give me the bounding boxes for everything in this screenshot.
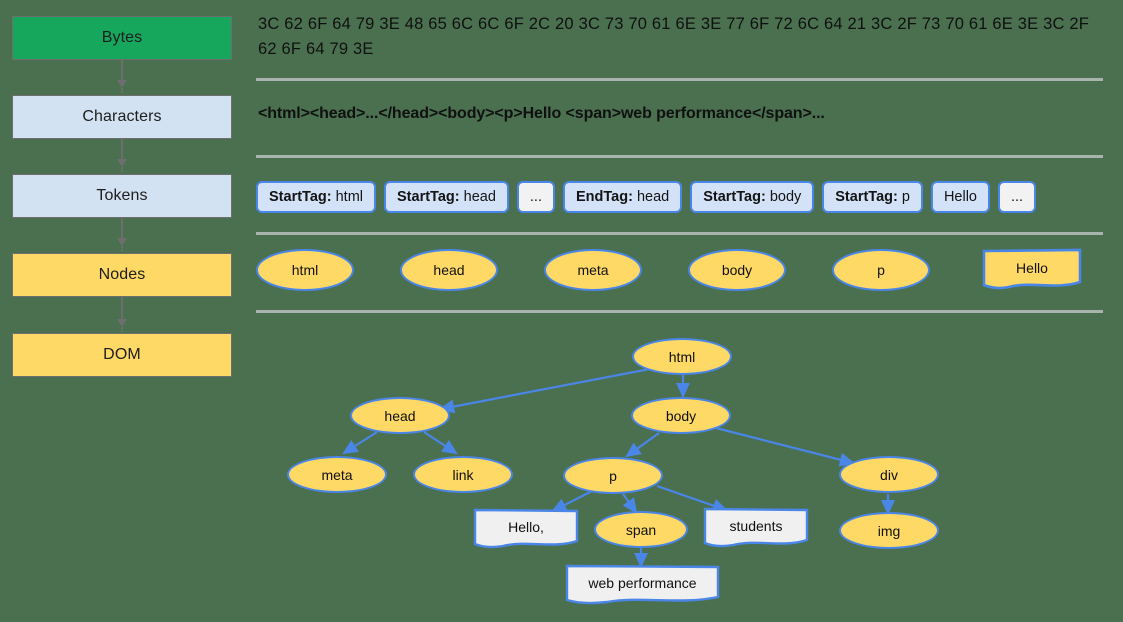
node-label: p: [877, 262, 885, 278]
divider-4: [256, 310, 1103, 313]
tree-node-label: Hello,: [508, 518, 544, 535]
node-label: html: [291, 262, 319, 278]
token-kind: StartTag:: [835, 189, 898, 205]
token-chip[interactable]: Hello: [930, 181, 990, 213]
tree-node-label: div: [880, 466, 898, 483]
tree-node-label: students: [729, 517, 783, 534]
token-chip[interactable]: ...: [998, 181, 1037, 213]
tree-node-label: span: [625, 521, 657, 538]
tree-node-link[interactable]: link: [413, 456, 513, 493]
token-chip[interactable]: StartTag: head: [384, 181, 509, 213]
edge-html-head: [438, 366, 656, 414]
tree-node-label: head: [384, 407, 416, 424]
pipeline-step-label: DOM: [103, 346, 141, 363]
token-chip[interactable]: StartTag: p: [822, 181, 923, 213]
tree-node-label: link: [452, 466, 474, 483]
pipeline-step-tokens[interactable]: Tokens: [12, 174, 232, 218]
tree-text-node-web-performance[interactable]: web performance: [565, 564, 720, 606]
pipeline-step-label: Characters: [82, 108, 162, 125]
tree-node-span[interactable]: span: [594, 511, 688, 548]
tree-node-label: html: [668, 348, 696, 365]
tree-text-node-students[interactable]: students: [703, 507, 809, 549]
tree-node-html[interactable]: html: [632, 338, 732, 375]
tree-node-label: img: [877, 522, 901, 539]
token-kind: StartTag:: [269, 189, 332, 205]
pipeline-step-label: Bytes: [101, 29, 143, 46]
pipeline-arrow-4: [117, 297, 127, 336]
tree-node-p[interactable]: p: [563, 457, 663, 494]
token-kind: StartTag:: [397, 189, 460, 205]
node-ellipse[interactable]: p: [832, 249, 930, 291]
pipeline-arrow-1: [117, 60, 127, 97]
token-chip[interactable]: EndTag: head: [562, 181, 683, 213]
token-kind: EndTag:: [575, 189, 633, 205]
token-value: head: [636, 189, 670, 205]
node-ellipse[interactable]: body: [688, 249, 786, 291]
tree-node-head[interactable]: head: [350, 397, 450, 434]
token-chip[interactable]: ...: [516, 181, 555, 213]
token-kind: StartTag:: [703, 189, 766, 205]
node-ellipse[interactable]: html: [256, 249, 354, 291]
pipeline-step-dom[interactable]: DOM: [12, 333, 232, 377]
node-text-document[interactable]: Hello: [982, 248, 1082, 292]
tree-node-label: p: [609, 467, 617, 484]
edge-p-span: [622, 493, 638, 514]
tree-node-img[interactable]: img: [839, 512, 939, 549]
token-value: html: [335, 189, 364, 205]
document-shape-icon: [473, 508, 579, 549]
pipeline-step-nodes[interactable]: Nodes: [12, 253, 232, 297]
node-list: html head meta body p Hello: [256, 248, 1082, 292]
token-value: body: [769, 189, 802, 205]
document-shape-icon: [703, 507, 809, 548]
edge-head-link: [423, 431, 458, 455]
node-label: meta: [577, 262, 609, 278]
pipeline-arrow-3: [117, 218, 127, 255]
edge-body-div: [715, 426, 856, 467]
edge-head-meta: [342, 431, 378, 455]
token-value: ...: [529, 189, 542, 205]
pipeline-step-characters[interactable]: Characters: [12, 95, 232, 139]
divider-1: [256, 78, 1103, 81]
edge-body-p: [625, 432, 660, 458]
pipeline-step-label: Tokens: [96, 187, 148, 204]
document-shape-icon: [565, 564, 720, 605]
token-value: p: [901, 189, 910, 205]
divider-2: [256, 155, 1103, 158]
node-label: Hello: [1016, 259, 1048, 276]
node-ellipse[interactable]: meta: [544, 249, 642, 291]
tree-text-node-hello[interactable]: Hello,: [473, 508, 579, 550]
token-chip[interactable]: StartTag: body: [690, 181, 815, 213]
token-value: head: [463, 189, 496, 205]
divider-3: [256, 232, 1103, 235]
tree-node-label: meta: [321, 466, 353, 483]
node-ellipse[interactable]: head: [400, 249, 498, 291]
tree-node-div[interactable]: div: [839, 456, 939, 493]
pipeline-step-bytes[interactable]: Bytes: [12, 16, 232, 60]
pipeline-arrow-2: [117, 139, 127, 176]
document-shape-icon: [982, 248, 1082, 290]
bytes-hex-text: 3C 62 6F 64 79 3E 48 65 6C 6C 6F 2C 20 3…: [258, 15, 1090, 58]
token-chip[interactable]: StartTag: html: [256, 181, 377, 213]
pipeline-step-label: Nodes: [98, 266, 146, 283]
node-label: body: [721, 262, 753, 278]
tree-node-label: web performance: [588, 574, 697, 591]
token-value: ...: [1011, 189, 1024, 205]
tree-node-body[interactable]: body: [631, 397, 731, 434]
tree-node-label: body: [665, 407, 697, 424]
node-label: head: [433, 262, 465, 278]
token-value: Hello: [943, 189, 977, 205]
tree-node-meta[interactable]: meta: [287, 456, 387, 493]
characters-markup-text: <html><head>...</head><body><p>Hello <sp…: [258, 105, 825, 122]
